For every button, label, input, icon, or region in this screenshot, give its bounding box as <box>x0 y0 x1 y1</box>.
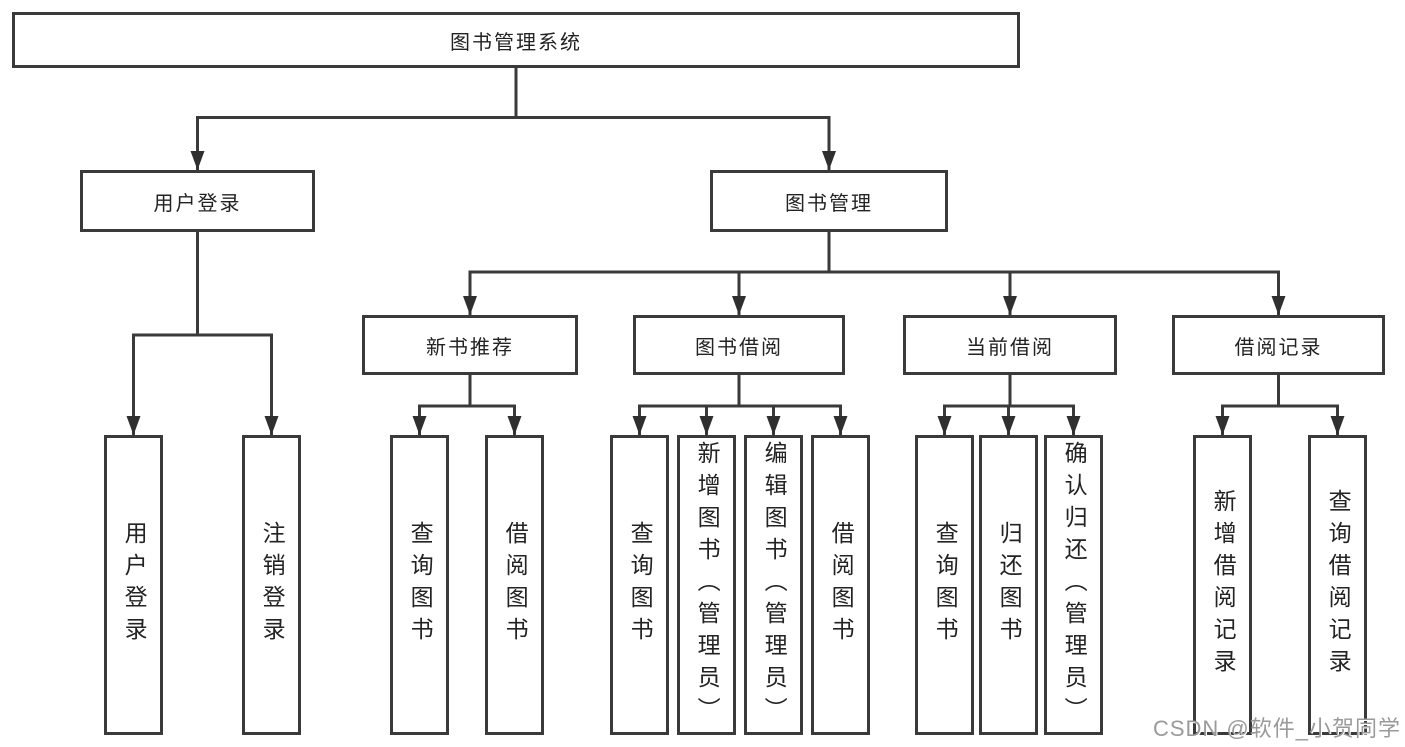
node-user-login: 用户登录 <box>80 170 315 232</box>
leaf-edit-books-admin: 编辑图书（管理员） <box>744 435 803 735</box>
leaf-confirm-return-admin: 确认归还（管理员） <box>1044 435 1103 735</box>
watermark: CSDN @软件_小贺同学 <box>1152 716 1401 741</box>
leaf-query-books-2: 查询图书 <box>610 435 669 735</box>
connector-book-mgmt-stem <box>468 232 1280 274</box>
leaf-logout-label: 注销登录 <box>259 521 286 649</box>
node-root: 图书管理系统 <box>12 12 1020 68</box>
leaf-borrow-books-2-label: 借阅图书 <box>828 521 855 649</box>
leaf-edit-books-admin-label: 编辑图书（管理员） <box>761 441 788 729</box>
leaf-borrow-books-2: 借阅图书 <box>811 435 870 735</box>
connector-borrow-records-stem <box>1221 375 1339 408</box>
leaf-borrow-books-1-label: 借阅图书 <box>502 521 529 649</box>
leaf-query-books-3-label: 查询图书 <box>932 521 959 649</box>
node-book-management: 图书管理 <box>710 170 948 232</box>
connector-user-login-stem <box>132 232 273 337</box>
leaf-logout: 注销登录 <box>242 435 301 735</box>
connector-root-stem <box>196 68 831 119</box>
node-book-borrow: 图书借阅 <box>633 315 845 375</box>
leaf-user-login-label: 用户登录 <box>121 521 148 649</box>
leaf-confirm-return-admin-label: 确认归还（管理员） <box>1061 441 1088 729</box>
connector-book-borrow-stem <box>638 375 842 408</box>
leaf-add-books-admin-label: 新增图书（管理员） <box>694 441 721 729</box>
leaf-query-borrow-record-label: 查询借阅记录 <box>1325 489 1352 681</box>
connector-current-borrow-stem <box>943 375 1075 408</box>
leaf-return-books: 归还图书 <box>979 435 1038 735</box>
leaf-add-borrow-record-label: 新增借阅记录 <box>1210 489 1237 681</box>
leaf-query-books-1: 查询图书 <box>390 435 449 735</box>
leaf-add-books-admin: 新增图书（管理员） <box>677 435 736 735</box>
node-current-borrow: 当前借阅 <box>903 315 1117 375</box>
leaf-user-login: 用户登录 <box>104 435 163 735</box>
node-borrow-records: 借阅记录 <box>1172 315 1385 375</box>
leaf-query-borrow-record: 查询借阅记录 <box>1308 435 1367 735</box>
leaf-borrow-books-1: 借阅图书 <box>485 435 544 735</box>
leaf-query-books-2-label: 查询图书 <box>627 521 654 649</box>
node-new-book-recommend: 新书推荐 <box>362 315 578 375</box>
connector-new-book-rec-stem <box>418 375 516 408</box>
leaf-query-books-3: 查询图书 <box>915 435 974 735</box>
leaf-query-books-1-label: 查询图书 <box>407 521 434 649</box>
leaf-add-borrow-record: 新增借阅记录 <box>1193 435 1252 735</box>
leaf-return-books-label: 归还图书 <box>996 521 1023 649</box>
